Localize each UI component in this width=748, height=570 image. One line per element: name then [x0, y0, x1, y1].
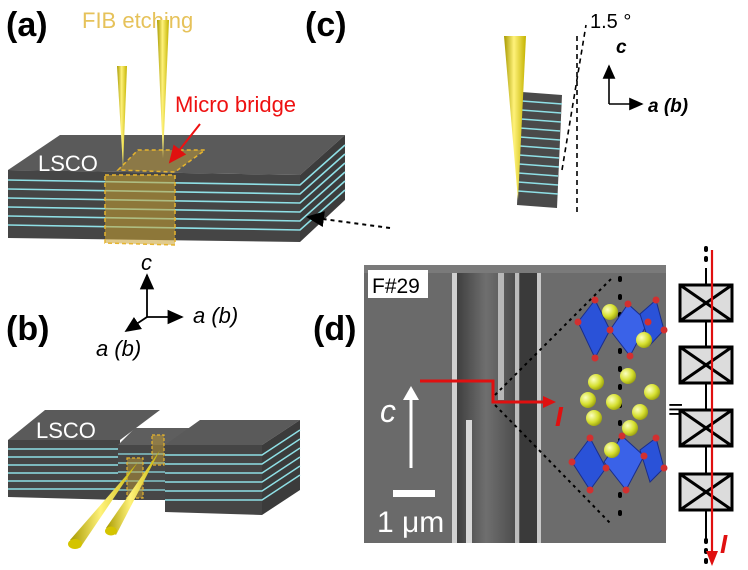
sample-label: F#29 [372, 275, 420, 298]
scale-bar [393, 490, 435, 497]
axis-a-left-arrow [124, 316, 148, 332]
panel-d-letter: (d) [313, 310, 356, 348]
tilted-reference-line [561, 24, 587, 171]
lsco-label-b: LSCO [36, 418, 96, 443]
micro-bridge-arrow [168, 123, 201, 164]
angle-label: 1.5 ° [590, 11, 631, 33]
junction-1 [678, 283, 734, 323]
sample-label-box [368, 270, 428, 298]
crystal-axes: c a (b) a (b) [96, 250, 238, 361]
current-arrowhead [543, 396, 556, 408]
fib-tip-b1-base [68, 539, 82, 549]
oxygen-atoms [568, 296, 668, 494]
panel-d: (d) F#29 c 1 μm I [313, 246, 734, 567]
junction-4 [678, 472, 734, 512]
c-axis-label-c: c [616, 37, 627, 58]
lsco-label-a: LSCO [38, 151, 98, 176]
axis-a-right-label: a (b) [193, 303, 238, 328]
panel-b-letter: (b) [6, 310, 49, 348]
crystal-structure [568, 296, 668, 494]
fib-etching-label: FIB etching [82, 8, 193, 33]
panel-c-letter: (c) [305, 6, 347, 44]
fib-tip-left [117, 66, 127, 168]
axis-c-label: c [141, 250, 152, 275]
axis-a-left-label: a (b) [96, 336, 141, 361]
ab-axis-label-c: a (b) [648, 96, 688, 117]
tilted-slab-c [517, 92, 563, 208]
panel-c: (c) 1.5 ° c a (b) [305, 6, 688, 212]
panel-b: (b) LSCO [6, 310, 301, 549]
circuit-current-label: I [720, 529, 728, 559]
lsco-right-block [165, 420, 301, 515]
micro-bridge-label: Micro bridge [175, 92, 296, 117]
junction-2 [678, 345, 734, 385]
fib-tip-right [157, 20, 169, 158]
fib-tip-b1 [70, 462, 138, 548]
panel-a: (a) FIB etching LSCO Micro br [6, 6, 391, 246]
lsco-left-block: LSCO [8, 410, 160, 500]
fib-tip-b2 [106, 450, 160, 535]
current-path [420, 379, 545, 404]
panel-a-letter: (a) [6, 6, 48, 44]
octahedra-top [577, 299, 665, 360]
junction-circuit: I [678, 246, 734, 567]
junction-3 [678, 408, 734, 448]
la-sr-atoms [580, 304, 660, 458]
c-axis-arrowhead-d [403, 386, 419, 400]
fib-tip-b2-base [105, 526, 117, 536]
scale-label: 1 μm [377, 506, 444, 539]
fib-tip-c [504, 36, 526, 200]
current-label-d: I [555, 401, 564, 432]
c-axis-label-d: c [380, 393, 396, 429]
circuit-current-arrowhead [706, 551, 718, 566]
view-direction-arrow [306, 211, 391, 229]
